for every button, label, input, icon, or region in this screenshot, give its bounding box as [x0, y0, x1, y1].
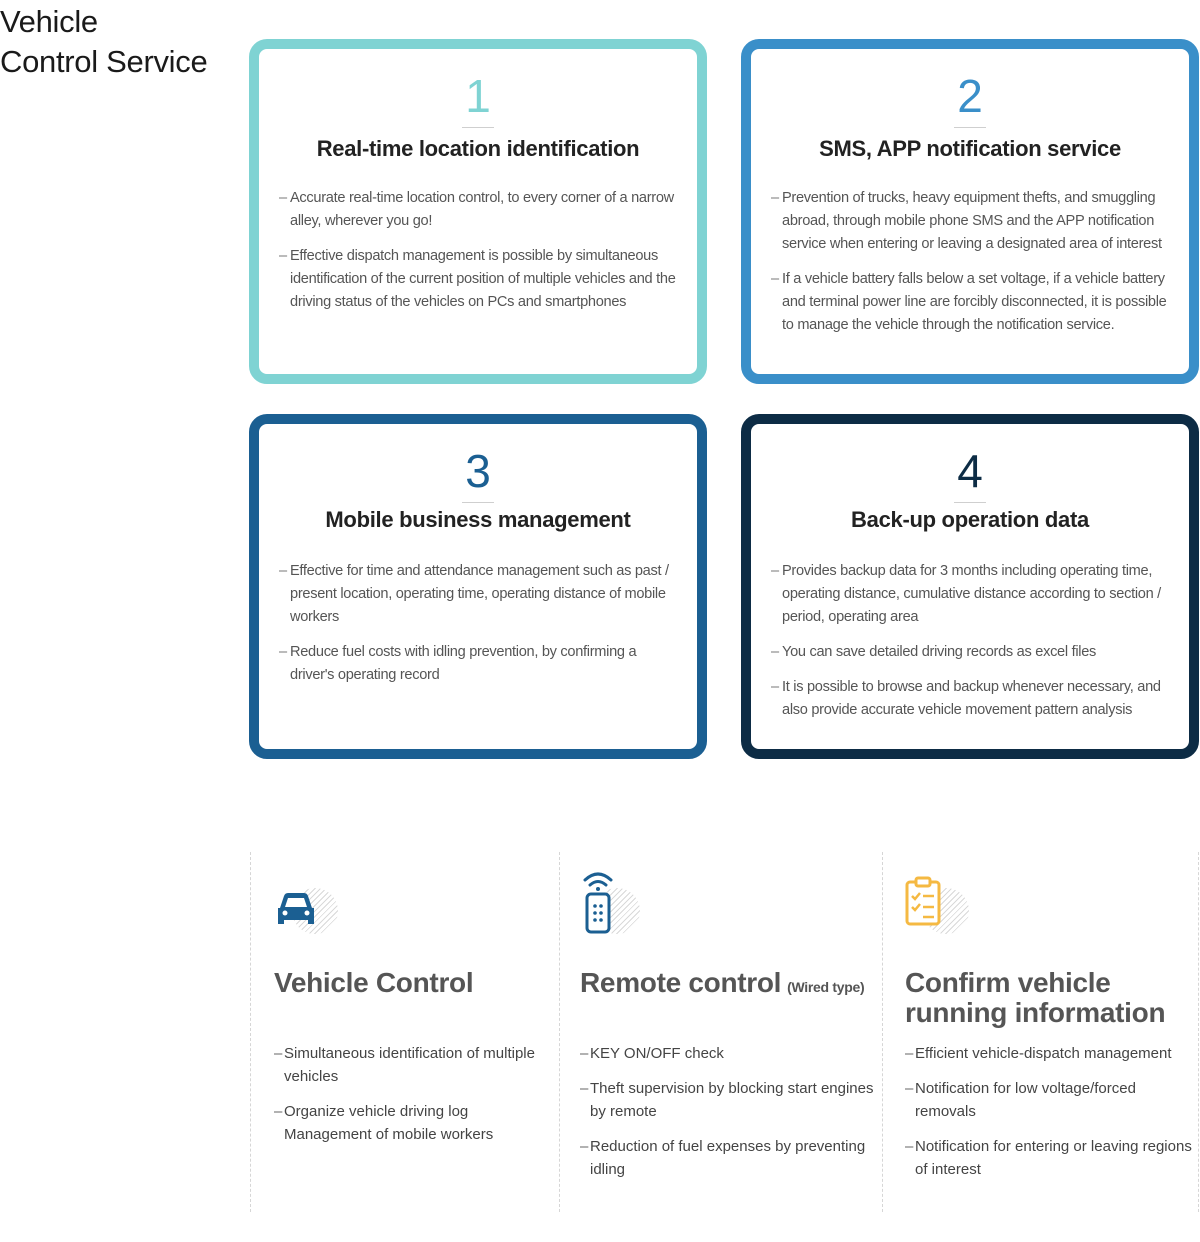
feature-title: Remote control (Wired type): [580, 967, 865, 1002]
feature-list: Efficient vehicle-dispatch management No…: [905, 1042, 1200, 1193]
list-item: Effective for time and attendance manage…: [279, 560, 683, 629]
number-underline: [462, 127, 494, 128]
card-number: 2: [957, 70, 983, 122]
card-list: Effective for time and attendance manage…: [279, 560, 683, 699]
clipboard-checklist-icon: [905, 860, 985, 940]
column-divider: [250, 852, 251, 1212]
feature-title: Vehicle Control: [274, 967, 474, 998]
card-list: Provides backup data for 3 months includ…: [771, 560, 1175, 734]
list-item: Prevention of trucks, heavy equipment th…: [771, 187, 1175, 256]
column-divider: [1198, 852, 1199, 1212]
card-number: 4: [957, 445, 983, 497]
feature-list: KEY ON/OFF check Theft supervision by bl…: [580, 1042, 875, 1193]
page-title-line1: Vehicle: [0, 4, 98, 39]
remote-control-icon: [580, 860, 660, 940]
number-underline: [954, 127, 986, 128]
card-backup-operation-data: 4 Back-up operation data Provides backup…: [741, 414, 1199, 759]
list-item: You can save detailed driving records as…: [771, 641, 1175, 664]
number-underline: [954, 502, 986, 503]
list-item: If a vehicle battery falls below a set v…: [771, 268, 1175, 337]
list-item: Reduce fuel costs with idling prevention…: [279, 641, 683, 687]
car-icon: [274, 860, 354, 940]
list-item: Accurate real-time location control, to …: [279, 187, 683, 233]
list-item: Reduction of fuel expenses by preventing…: [580, 1135, 875, 1181]
feature-title-suffix: (Wired type): [787, 979, 865, 995]
list-item: Theft supervision by blocking start engi…: [580, 1077, 875, 1123]
page-title: Vehicle Control Service: [0, 2, 240, 82]
card-list: Accurate real-time location control, to …: [279, 187, 683, 326]
feature-title-line2: running information: [905, 997, 1166, 1028]
feature-title-line1: Confirm vehicle: [905, 967, 1111, 998]
list-item: Simultaneous identification of multiple …: [274, 1042, 549, 1088]
column-divider: [882, 852, 883, 1212]
feature-title-text: Remote control: [580, 967, 782, 998]
card-title: Mobile business management: [325, 507, 631, 532]
card-number: 3: [465, 445, 491, 497]
page-title-line2: Control Service: [0, 44, 208, 79]
list-item: Provides backup data for 3 months includ…: [771, 560, 1175, 629]
list-item: Efficient vehicle-dispatch management: [905, 1042, 1200, 1065]
list-item: KEY ON/OFF check: [580, 1042, 875, 1065]
list-item: Notification for entering or leaving reg…: [905, 1135, 1200, 1181]
card-number: 1: [465, 70, 491, 122]
card-title: Back-up operation data: [851, 507, 1089, 532]
card-list: Prevention of trucks, heavy equipment th…: [771, 187, 1175, 349]
card-sms-app-notification: 2 SMS, APP notification service Preventi…: [741, 39, 1199, 384]
list-item: Effective dispatch management is possibl…: [279, 245, 683, 314]
card-mobile-business: 3 Mobile business management Effective f…: [249, 414, 707, 759]
list-item: It is possible to browse and backup when…: [771, 676, 1175, 722]
list-item: Organize vehicle driving log Management …: [274, 1100, 549, 1146]
card-title: SMS, APP notification service: [819, 136, 1121, 161]
number-underline: [462, 502, 494, 503]
list-item: Notification for low voltage/forced remo…: [905, 1077, 1200, 1123]
feature-title: Confirm vehicle running information: [905, 967, 1166, 1028]
card-realtime-location: 1 Real-time location identification Accu…: [249, 39, 707, 384]
feature-list: Simultaneous identification of multiple …: [274, 1042, 549, 1158]
card-title: Real-time location identification: [316, 136, 640, 161]
column-divider: [559, 852, 560, 1212]
